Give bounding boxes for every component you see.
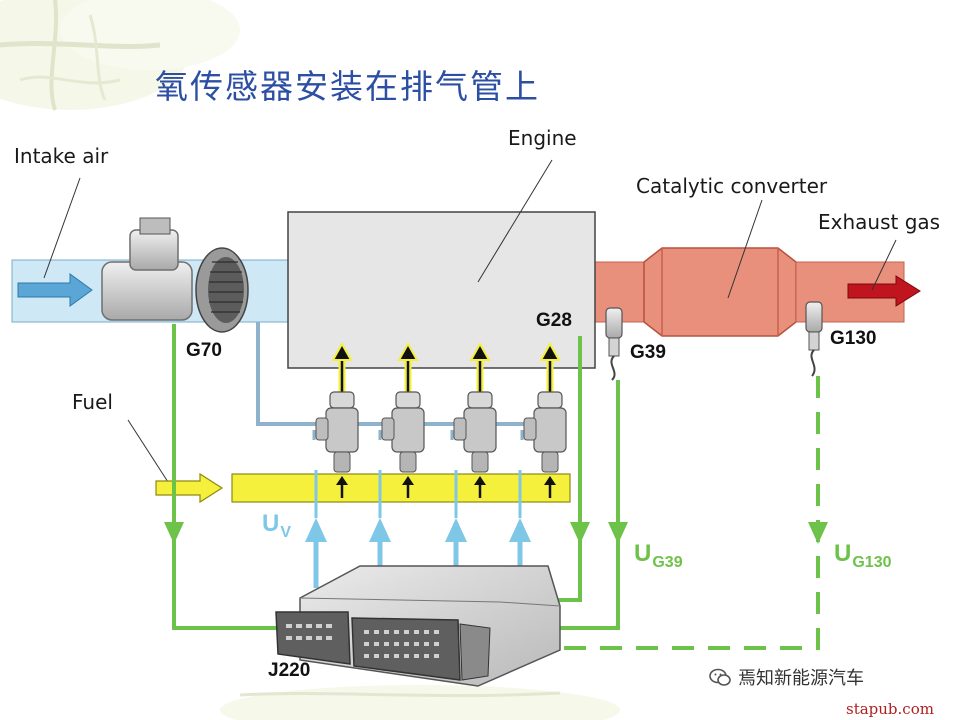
site-url: stapub.com [846, 700, 934, 718]
engine-block [287, 211, 596, 369]
exhaust-arrow [847, 275, 921, 307]
air-mass-meter [101, 217, 249, 333]
oxygen-sensor-g130 [805, 301, 823, 377]
fuel-injector [520, 341, 567, 498]
background-decoration-bottom [220, 685, 620, 720]
fuel-injector [378, 341, 425, 498]
intake-air-label: Intake air [14, 144, 109, 168]
g70-label: G70 [186, 340, 222, 361]
j220-label: J220 [268, 660, 311, 681]
ecu-j220 [275, 565, 561, 687]
wechat-icon [709, 668, 731, 686]
g70-signal-arrowhead [164, 522, 184, 544]
g39-signal-arrowhead [608, 522, 628, 544]
g70-signal-line [172, 324, 280, 630]
intake-label-leader [43, 177, 81, 279]
g70-air-wire [256, 322, 330, 426]
catalytic-converter-label: Catalytic converter [636, 174, 828, 198]
watermark: 焉知新能源汽车 [708, 664, 864, 690]
exhaust-label-leader [871, 239, 897, 291]
ug39-signal-label: UG39 [634, 540, 683, 571]
catalytic-converter-body [643, 247, 797, 337]
exhaust-gas-label: Exhaust gas [818, 210, 941, 234]
watermark-text: 焉知新能源汽车 [738, 668, 864, 689]
fuel-injector [450, 341, 497, 498]
converter-shading [661, 248, 779, 336]
oxygen-sensor-g39 [605, 307, 623, 381]
g130-signal-arrowhead [808, 522, 828, 544]
fuel-label-leader [127, 419, 169, 483]
fuel-rail [231, 473, 571, 503]
ug130-signal-label: UG130 [834, 540, 892, 571]
g130-signal-line [560, 376, 820, 650]
fuel-injector [312, 341, 359, 498]
g39-signal-line [560, 380, 620, 630]
uv-signal-label: UV [262, 510, 292, 541]
converter-label-leader [727, 199, 763, 299]
injectors-group [312, 341, 567, 498]
intake-arrow [17, 273, 93, 307]
g130-label: G130 [830, 328, 877, 349]
g28-signal-line [550, 336, 582, 602]
page-title: 氧传感器安装在排气管上 [155, 67, 540, 106]
background-decoration [0, 0, 240, 111]
engine-label-leader [477, 159, 553, 283]
g39-label: G39 [630, 342, 666, 363]
g28-signal-arrowhead [570, 522, 590, 544]
g28-label: G28 [536, 310, 572, 331]
injection-signal-arrow [305, 470, 327, 588]
fuel-label: Fuel [72, 390, 113, 414]
engine-label: Engine [508, 126, 577, 150]
